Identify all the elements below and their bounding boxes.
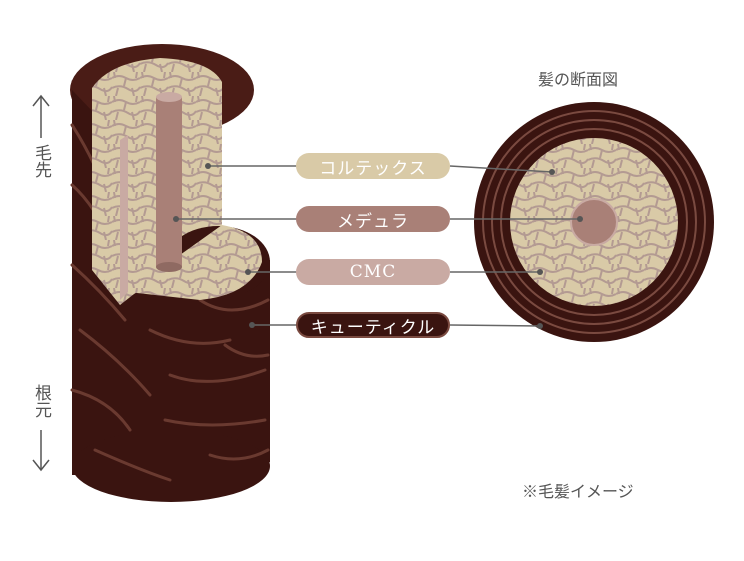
leader-dots (173, 163, 583, 329)
cross-section (474, 102, 714, 342)
up-arrow-head (32, 94, 50, 107)
cuticle-scales (70, 123, 270, 482)
direction-arrows (32, 94, 50, 472)
illustration-note: ※毛髪イメージ (522, 482, 634, 501)
down-arrow-head (32, 459, 50, 472)
label-cuticle: キューティクル (296, 312, 450, 338)
label-cmc: CMC (296, 259, 450, 285)
leader-lines (176, 165, 580, 327)
tip-direction-label: 毛先 (31, 144, 51, 178)
label-cortex: コルテックス (296, 153, 450, 179)
cross-section-title: 髪の断面図 (538, 70, 619, 89)
root-direction-label: 根元 (31, 384, 51, 418)
label-medulla: メデュラ (296, 206, 450, 232)
hair-shaft (70, 44, 270, 502)
